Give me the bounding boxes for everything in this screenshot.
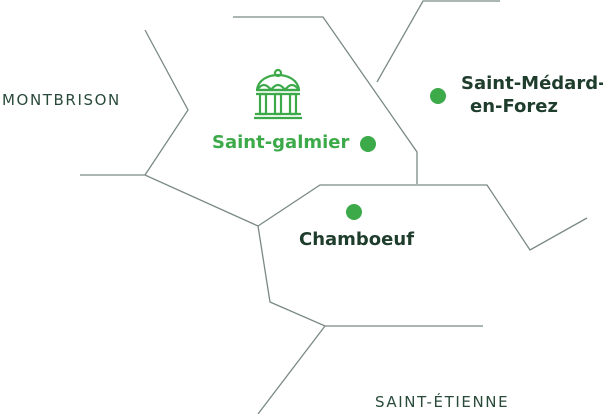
town-label-saint-medard-line1[interactable]: Saint-Médard- <box>461 73 603 94</box>
boundary-line <box>257 325 326 414</box>
boundary-line <box>257 225 483 327</box>
region-label-montbrison: MONTBRISON <box>2 91 121 109</box>
town-label-saint-medard-line2[interactable]: en-Forez <box>470 96 558 117</box>
boundary-line <box>144 29 189 176</box>
town-label-saint-galmier[interactable]: Saint-galmier <box>212 132 350 153</box>
town-marker-chamboeuf[interactable] <box>346 204 362 220</box>
boundary-line <box>376 0 500 83</box>
region-label-saint-etienne: SAINT-ÉTIENNE <box>375 393 510 411</box>
boundary-line <box>80 174 259 227</box>
boundary-line <box>257 184 588 251</box>
town-label-chamboeuf[interactable]: Chamboeuf <box>299 229 415 250</box>
town-marker-saint-galmier[interactable] <box>360 136 376 152</box>
gazebo-icon <box>254 68 302 120</box>
town-marker-saint-medard[interactable] <box>430 88 446 104</box>
boundary-line <box>233 16 418 184</box>
